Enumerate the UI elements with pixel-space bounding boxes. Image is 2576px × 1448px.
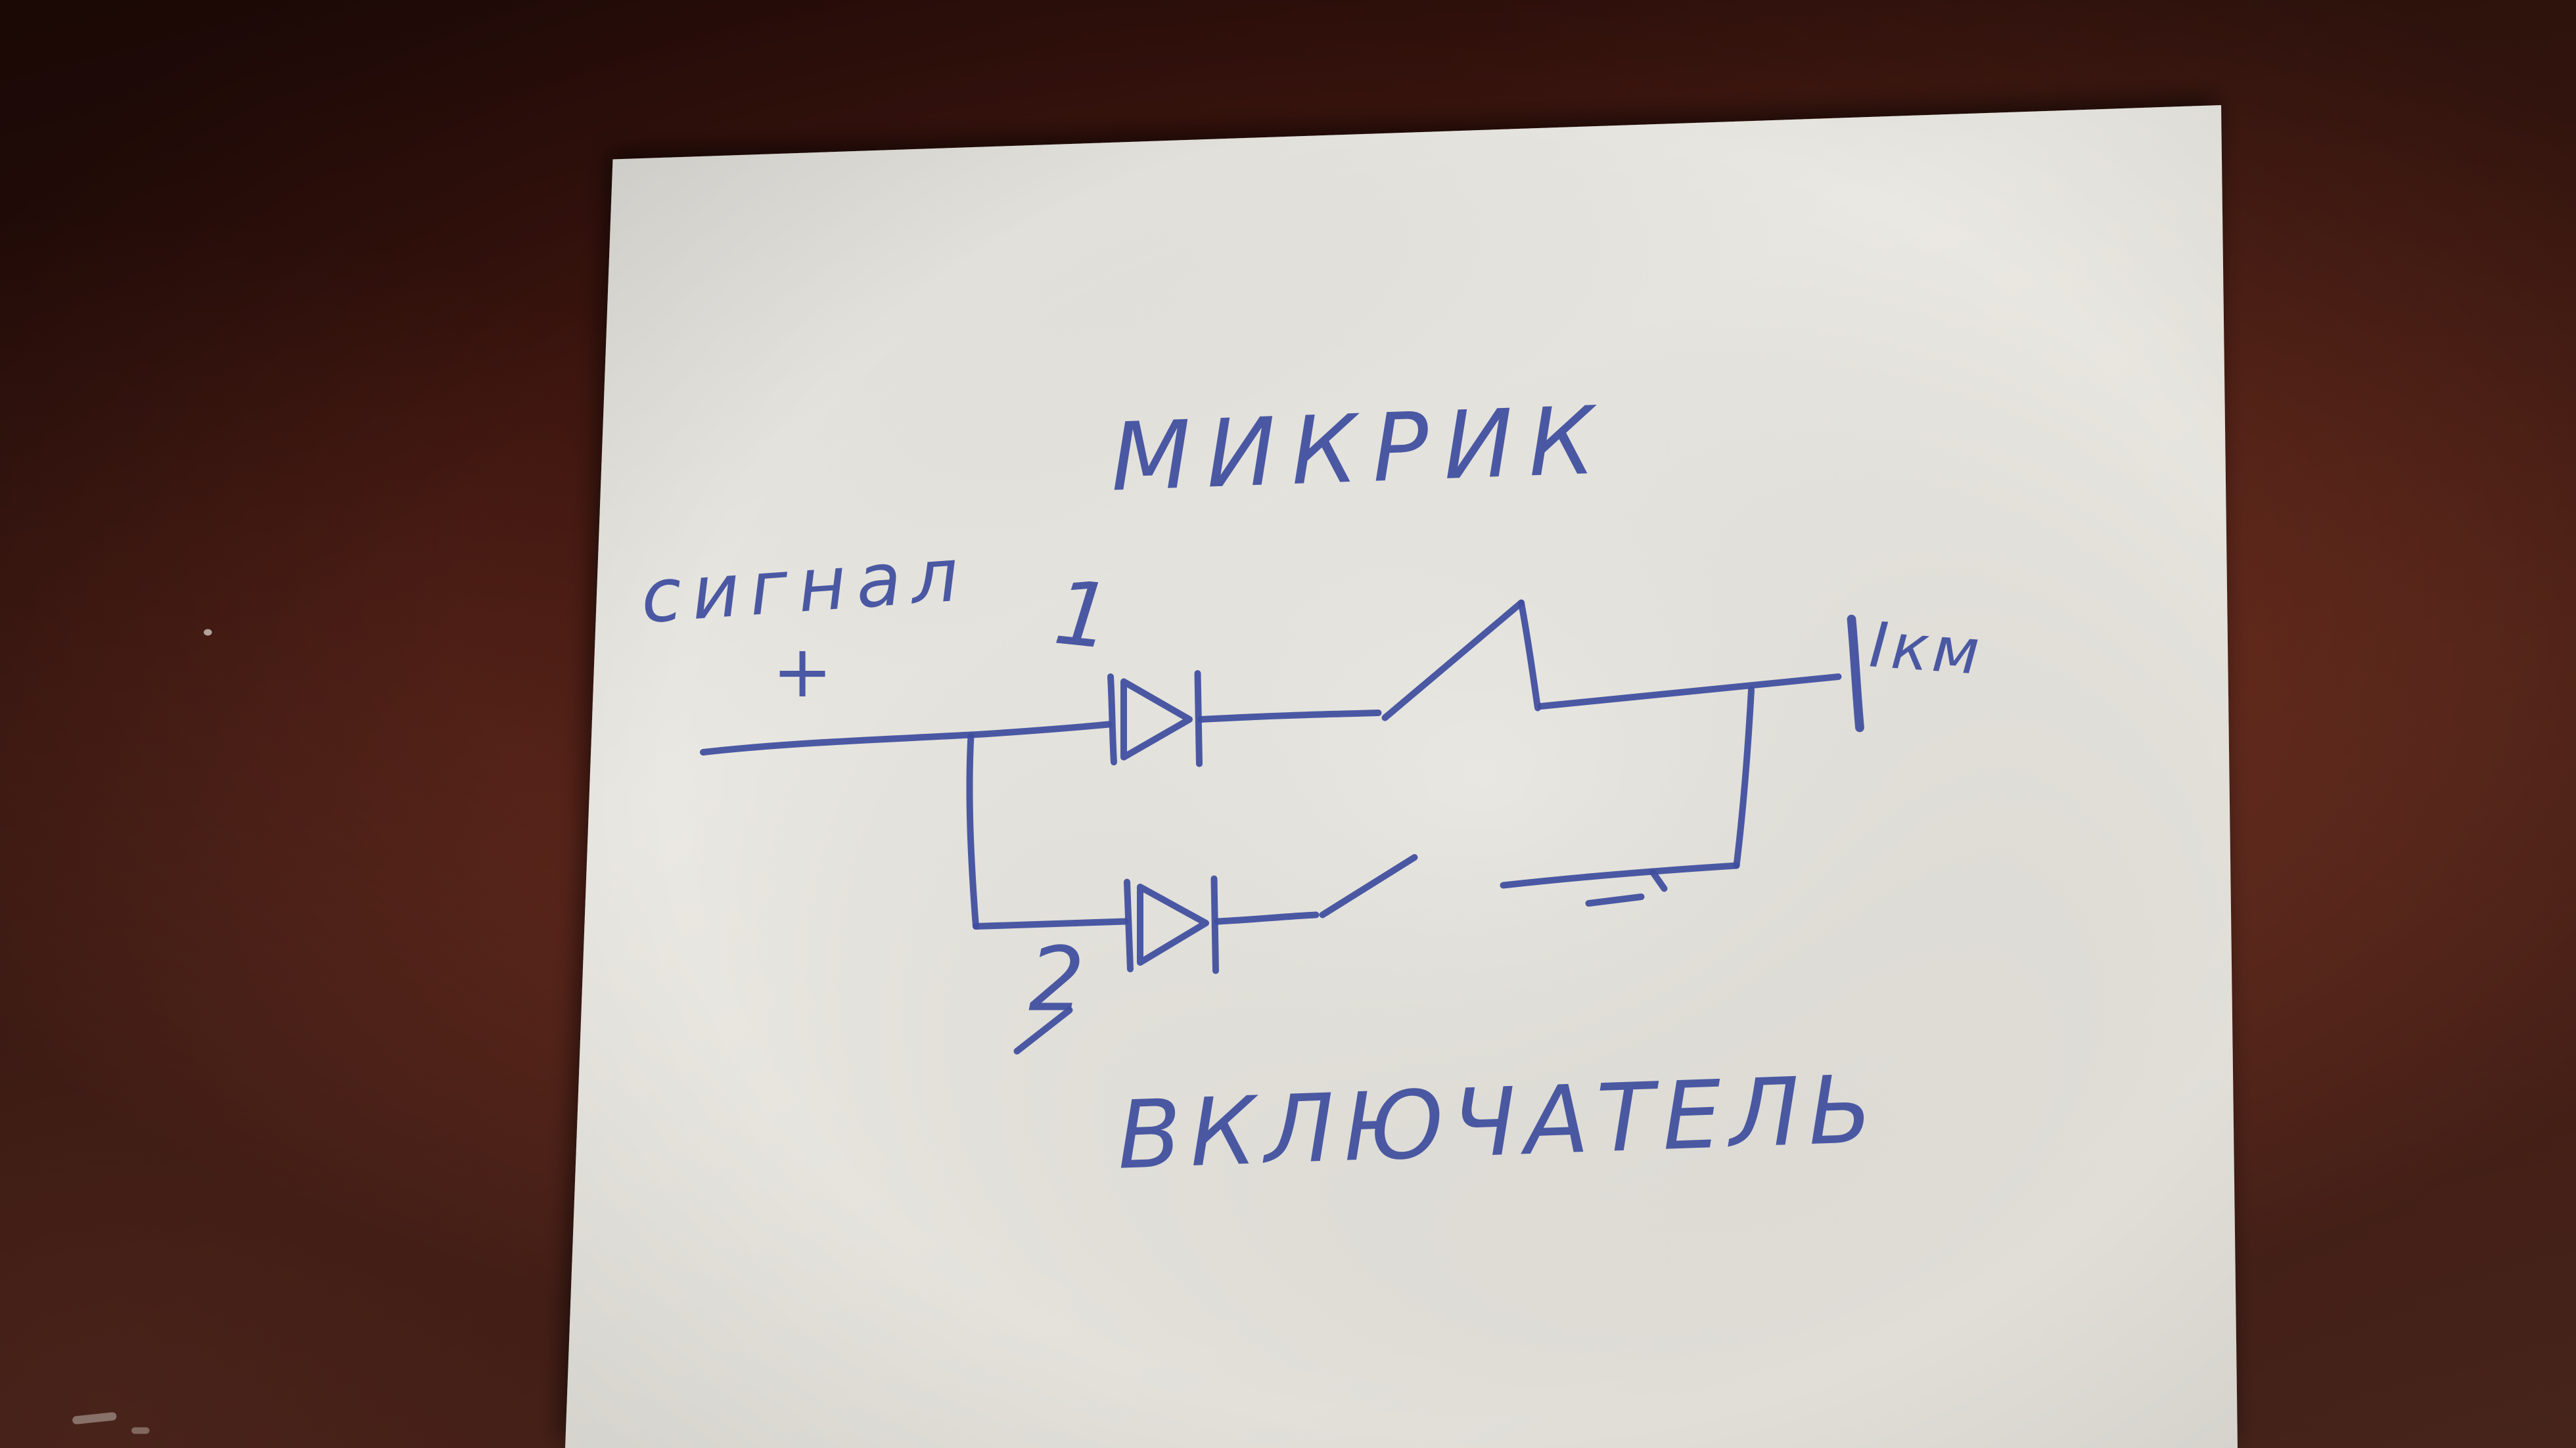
wire-riser-to-top	[1733, 687, 1755, 869]
switch2-contact	[1500, 862, 1740, 889]
switch1-lever	[1381, 599, 1525, 721]
wire-switch1-out	[1538, 673, 1842, 710]
terminal-bar	[1847, 614, 1864, 733]
diode1-number: 1	[1049, 560, 1117, 670]
diode1-triangle	[1120, 678, 1193, 761]
wire-diode1-out	[1197, 710, 1382, 723]
wire-diode2-out	[1214, 911, 1320, 925]
switch2-contact-dash	[1585, 894, 1645, 907]
signal-label: сигнал	[637, 530, 971, 641]
caption-vklyuchatel: ВКЛЮЧАТЕЛЬ	[1115, 1056, 1883, 1191]
terminal-label: Ікм	[1867, 608, 1985, 689]
switch1-return-stroke	[1518, 599, 1541, 712]
wire-branch-drop	[966, 733, 979, 930]
title-mikrik: МИКРИК	[1109, 387, 1612, 513]
switch2-contact-tick	[1649, 869, 1668, 892]
diode2-number: 2	[1028, 928, 1085, 1031]
dust-speck	[204, 629, 212, 636]
wire-signal-main	[700, 721, 1113, 756]
dust-speck	[131, 1427, 150, 1434]
diode2-cathode-bar	[1210, 875, 1219, 974]
plus-sign: +	[772, 631, 833, 715]
digit2-flourish	[1013, 1007, 1073, 1054]
diode2-anode-bar	[1124, 878, 1134, 972]
wire-branch-bottom	[973, 918, 1129, 930]
diode1-anode-bar	[1107, 673, 1117, 765]
switch2-lever	[1319, 854, 1418, 918]
circuit-drawing	[700, 599, 1864, 1054]
paper-shading	[565, 105, 2238, 1448]
diode2-triangle	[1137, 884, 1209, 966]
